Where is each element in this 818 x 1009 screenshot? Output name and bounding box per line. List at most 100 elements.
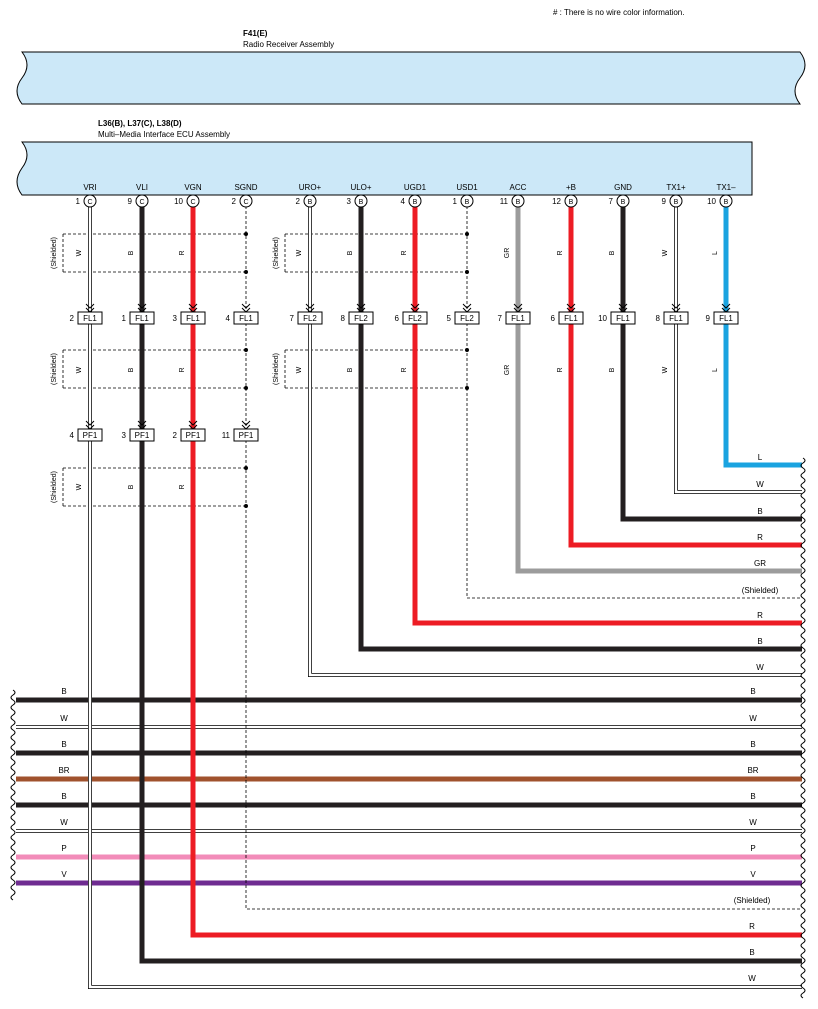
junction-box-fl <box>180 311 206 325</box>
junction-pf-num: 4 <box>70 431 75 440</box>
seg-label: W <box>296 249 303 256</box>
pass-wire-label-left: W <box>60 818 68 827</box>
pin-circle-sgnd <box>239 194 253 208</box>
seg-label: W <box>76 249 83 256</box>
junction-fl-label: FL1 <box>669 314 683 323</box>
shield-box <box>62 349 246 389</box>
pin-name-plusb: +B <box>566 183 576 192</box>
junction-fl-num: 7 <box>498 314 503 323</box>
pin-conn-letter: B <box>516 199 521 206</box>
pin-number-plusb: 12 <box>552 197 561 206</box>
junction-fl-num: 2 <box>70 314 75 323</box>
radio-receiver-box[interactable] <box>16 51 806 105</box>
ecu-box[interactable] <box>16 141 753 196</box>
connector-marks <box>10 194 806 999</box>
junction-box-pf <box>129 428 155 442</box>
pin-conn-letter: C <box>139 199 144 206</box>
pin-circle-gnd <box>616 194 630 208</box>
shield-label: (Shielded) <box>51 237 58 269</box>
pin-name-uro: URO+ <box>299 183 322 192</box>
pin-circle-ulo <box>354 194 368 208</box>
pin-circle-vli <box>135 194 149 208</box>
radio-code: F41(E) <box>243 29 268 38</box>
shield-label: (Shielded) <box>273 353 280 385</box>
pin-circle-vri <box>83 194 97 208</box>
shield-label: (Shielded) <box>273 237 280 269</box>
no-color-note: # : There is no wire color information. <box>553 8 684 17</box>
junction-fl-num: 6 <box>551 314 556 323</box>
junction-pf-num: 3 <box>122 431 127 440</box>
junction-box-fl <box>713 311 739 325</box>
shield-box <box>284 349 467 389</box>
ecu-name: Multi–Media Interface ECU Assembly <box>98 130 230 139</box>
junction-box-fl <box>233 311 259 325</box>
pass-wire-label-left: B <box>61 740 66 749</box>
junction-fl-label: FL1 <box>719 314 733 323</box>
pin-circle-plusb <box>564 194 578 208</box>
right-wire <box>358 318 802 652</box>
pin-number-vri: 1 <box>76 197 81 206</box>
junction-box-fl <box>454 311 480 325</box>
junction-box-fl <box>610 311 636 325</box>
junction-chevron <box>241 420 251 430</box>
right-wire <box>466 318 802 599</box>
pin-conn-letter: C <box>243 199 248 206</box>
bottom-wire-label: (Shielded) <box>734 896 771 905</box>
bottom-wire-label: R <box>749 922 755 931</box>
junction-fl-num: 6 <box>395 314 400 323</box>
shield-box <box>62 467 246 507</box>
right-wire-label: B <box>757 507 762 516</box>
pass-wire-label-right: B <box>750 687 755 696</box>
pass-wire-label-left: BR <box>58 766 69 775</box>
pin-name-tx1p: TX1+ <box>666 183 686 192</box>
pin-conn-letter: B <box>621 199 626 206</box>
seg-label: GR <box>504 365 511 376</box>
bottom-wire <box>245 435 802 910</box>
right-wire-label: W <box>756 480 764 489</box>
pass-wire-label-left: W <box>60 714 68 723</box>
pin-name-ulo: ULO+ <box>350 183 371 192</box>
pin-number-tx1m: 10 <box>707 197 716 206</box>
junction-pf-label: PF1 <box>186 431 201 440</box>
seg-label: R <box>557 367 564 372</box>
shield-groups: (Shielded) (Shielded) (Shielded) (Shielded)… <box>51 232 469 508</box>
junction-box-fl <box>129 311 155 325</box>
pin-number-gnd: 7 <box>609 197 614 206</box>
seg-label: B <box>609 367 616 372</box>
seg-label: R <box>557 250 564 255</box>
right-wire-label: R <box>757 533 763 542</box>
pin-circle-ugd1 <box>408 194 422 208</box>
junction-pf-num: 11 <box>222 431 231 440</box>
pass-wire-label-left: B <box>61 687 66 696</box>
pass-wire-label-right: W <box>749 818 757 827</box>
junction-chevron <box>241 303 251 313</box>
right-wire-label: W <box>756 663 764 672</box>
pin-conn-letter: B <box>413 199 418 206</box>
pin-number-tx1p: 9 <box>662 197 667 206</box>
junction-fl-num: 9 <box>706 314 711 323</box>
right-wire <box>515 318 802 574</box>
junction-fl-label: FL1 <box>616 314 630 323</box>
shield-label: (Shielded) <box>51 471 58 503</box>
junction-box-fl <box>348 311 374 325</box>
junction-fl-num: 1 <box>122 314 127 323</box>
junction-box-fl <box>77 311 103 325</box>
pin-number-sgnd: 2 <box>232 197 237 206</box>
seg-label: B <box>128 484 135 489</box>
junction-fl-label: FL1 <box>239 314 253 323</box>
right-wire-label: R <box>757 611 763 620</box>
junction-fl-num: 7 <box>290 314 295 323</box>
pass-wire-label-right: BR <box>747 766 758 775</box>
junction-box-fl <box>402 311 428 325</box>
junction-fl-label: FL2 <box>460 314 474 323</box>
seg-label: L <box>712 368 719 372</box>
radio-name: Radio Receiver Assembly <box>243 40 334 49</box>
pass-wire-label-left: B <box>61 792 66 801</box>
junction-box-fl <box>558 311 584 325</box>
right-wire-core <box>674 318 802 494</box>
pin-conn-letter: B <box>724 199 729 206</box>
junction-fl-label: FL1 <box>564 314 578 323</box>
pin-conn-letter: C <box>190 199 195 206</box>
pin-number-acc: 11 <box>500 197 509 206</box>
